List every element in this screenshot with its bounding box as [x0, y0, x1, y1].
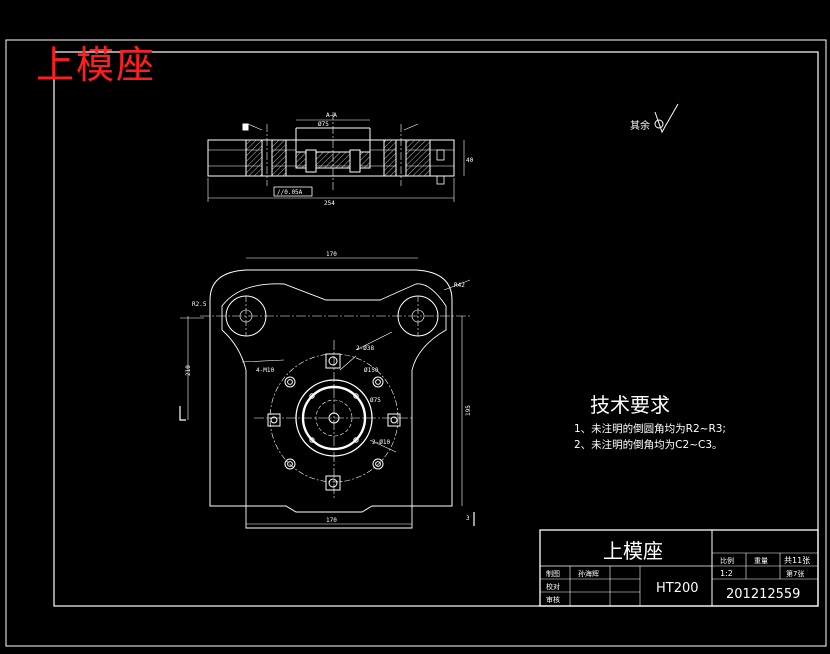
section-label: A—A	[326, 112, 337, 119]
title-stamp: 上模座	[36, 43, 157, 87]
drawn-name: 孙海辉	[578, 569, 599, 578]
sheets-total: 共11张	[784, 556, 810, 565]
dim-pcd-inner: Ø75	[370, 397, 381, 404]
dim-right-height: 195	[465, 405, 472, 416]
dim-pin-holes: 2-Ø10	[372, 439, 390, 446]
scale-label: 比例	[720, 556, 734, 565]
roughness-note: 其余	[630, 119, 650, 132]
roughness-symbol-icon	[654, 103, 679, 134]
dim-bore: Ø75	[318, 121, 329, 128]
approved-label: 审核	[546, 595, 560, 604]
dim-left-height: 210	[185, 365, 192, 376]
sheet-number: 第7张	[786, 569, 804, 578]
dim-plan-width-top: 170	[326, 251, 337, 258]
drawn-label: 制图	[546, 569, 560, 578]
tech-item-1: 1、未注明的倒圆角均为R2~R3;	[574, 422, 726, 435]
dim-screw-holes: 4-M10	[256, 367, 274, 374]
section-view	[207, 112, 465, 202]
dim-thickness: 40	[466, 157, 474, 164]
scale-value: 1:2	[720, 569, 733, 578]
weight-label: 重量	[754, 557, 768, 565]
part-name: 上模座	[603, 539, 663, 563]
dim-small: 3	[466, 515, 470, 522]
plan-view	[179, 257, 475, 529]
tech-item-2: 2、未注明的倒角均为C2~C3。	[574, 438, 723, 451]
tech-heading: 技术要求	[590, 393, 670, 417]
dim-guide-bores: 2-Ø38	[356, 345, 374, 352]
material: HT200	[656, 581, 699, 596]
dim-radius-right: R42	[454, 282, 465, 289]
dim-radius-left: R2.5	[192, 301, 207, 308]
drawing-number: 201212559	[726, 587, 800, 602]
dim-pcd-outer: Ø150	[364, 367, 379, 374]
dim-plan-width-bottom: 170	[326, 517, 337, 524]
inner-border	[53, 51, 819, 607]
outer-border	[5, 39, 827, 647]
title-block	[539, 529, 819, 607]
checked-label: 校对	[546, 582, 560, 591]
dim-overall-width: 254	[324, 200, 335, 207]
flatness-callout: //0.05A	[277, 189, 303, 196]
